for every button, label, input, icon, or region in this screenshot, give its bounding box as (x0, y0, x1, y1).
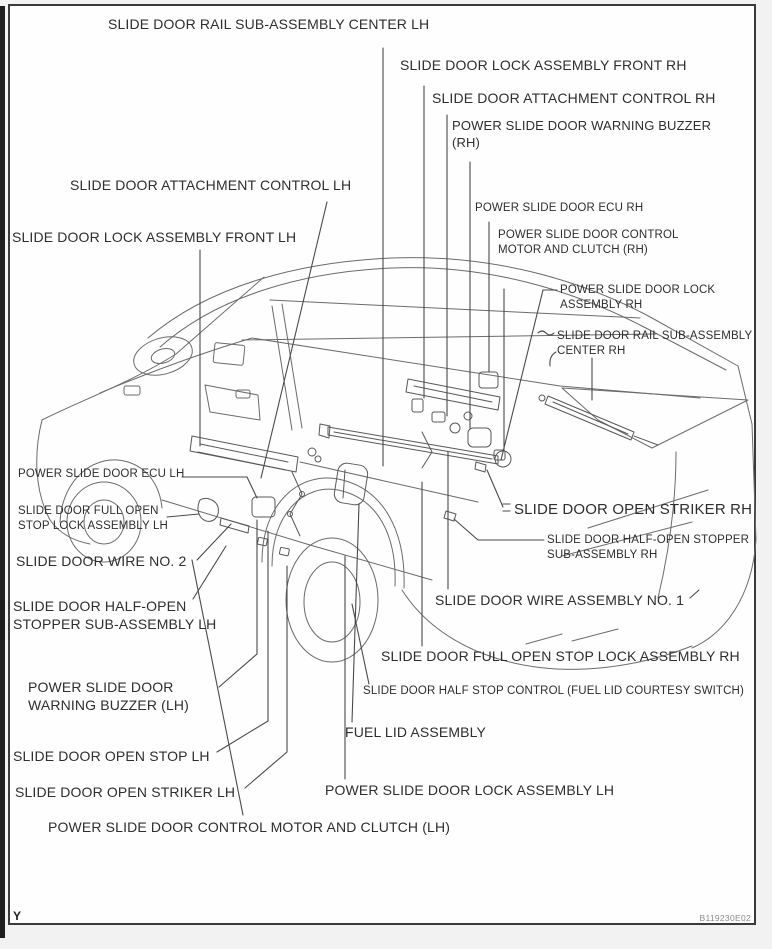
label-attach-control-lh: SLIDE DOOR ATTACHMENT CONTROL LH (70, 177, 352, 193)
label-striker-rh: SLIDE DOOR OPEN STRIKER RH (514, 501, 753, 518)
label-buzzer-rh: POWER SLIDE DOOR WARNING BUZZER(RH) (452, 118, 712, 150)
label-attach-control-rh: SLIDE DOOR ATTACHMENT CONTROL RH (432, 90, 716, 106)
label-striker-lh: SLIDE DOOR OPEN STRIKER LH (15, 784, 236, 800)
label-rail-center-lh: SLIDE DOOR RAIL SUB-ASSEMBLY CENTER LH (108, 16, 430, 32)
figure-frame (8, 4, 756, 925)
label-open-stop-lh: SLIDE DOOR OPEN STOP LH (13, 748, 210, 764)
label-ecu-lh: POWER SLIDE DOOR ECU LH (18, 468, 185, 480)
page-marker: Y (13, 909, 22, 923)
label-lock-front-rh: SLIDE DOOR LOCK ASSEMBLY FRONT RH (400, 57, 687, 73)
label-full-open-rh: SLIDE DOOR FULL OPEN STOP LOCK ASSEMBLY … (381, 648, 740, 664)
label-ecu-rh: POWER SLIDE DOOR ECU RH (475, 202, 644, 214)
figure-code: B119230E02 (699, 913, 751, 923)
scan-edge-strip (0, 6, 5, 938)
label-wire-2: SLIDE DOOR WIRE NO. 2 (16, 553, 187, 569)
car-body-lines (36, 257, 757, 670)
label-wire-1: SLIDE DOOR WIRE ASSEMBLY NO. 1 (435, 592, 685, 608)
label-lock-lh: POWER SLIDE DOOR LOCK ASSEMBLY LH (325, 782, 615, 798)
label-fuel-lid: FUEL LID ASSEMBLY (345, 724, 487, 740)
mechanism-parts (189, 371, 659, 557)
label-motor-clutch-lh: POWER SLIDE DOOR CONTROL MOTOR AND CLUTC… (48, 819, 451, 835)
leader-lines (166, 47, 700, 816)
label-lock-front-lh: SLIDE DOOR LOCK ASSEMBLY FRONT LH (12, 229, 297, 245)
label-half-stop-control: SLIDE DOOR HALF STOP CONTROL (FUEL LID C… (363, 685, 744, 697)
